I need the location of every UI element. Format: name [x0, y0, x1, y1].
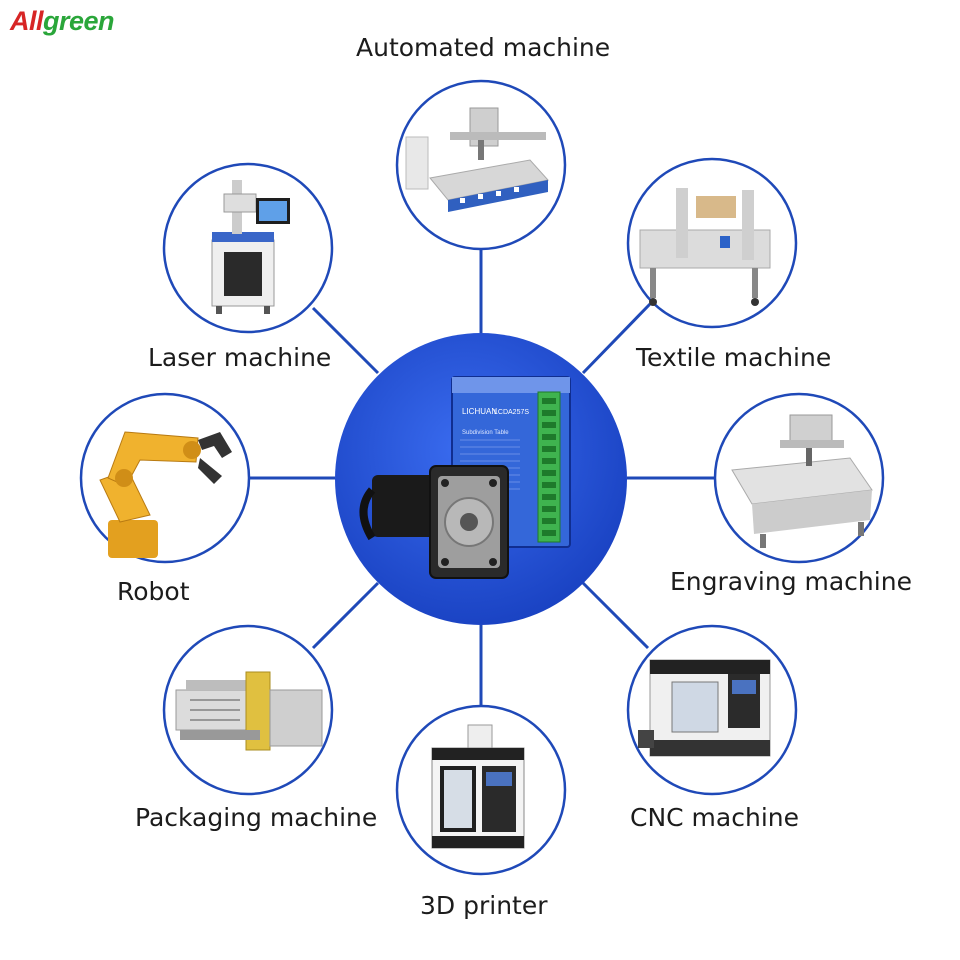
connector-packaging: [311, 581, 380, 650]
cnc-router-icon: [405, 107, 549, 212]
folder-gluer-icon: [175, 671, 323, 751]
label-textile: Textile machine: [636, 343, 832, 372]
engraving-machine-icon: [731, 414, 873, 548]
app-node-3d: [395, 704, 567, 876]
robot-arm-icon: [99, 431, 232, 558]
label-3d: 3D printer: [420, 891, 548, 920]
brand-logo: Allgreen: [10, 6, 115, 37]
driver-panel-title: Subdivision Table: [462, 430, 509, 436]
label-automated: Automated machine: [356, 33, 611, 62]
app-ring-automated: [395, 79, 567, 251]
driver-model: LCDA257S: [494, 409, 529, 416]
brand-logo-suffix: green: [43, 6, 115, 36]
cnc-machining-center-icon: [638, 659, 771, 757]
label-laser: Laser machine: [148, 343, 332, 372]
app-node-robot: [79, 392, 251, 564]
app-node-packaging: [162, 624, 334, 796]
app-node-automated: [395, 79, 567, 251]
label-cnc: CNC machine: [630, 803, 799, 832]
connector-laser: [311, 306, 380, 375]
carton-sealer-icon: [639, 188, 771, 306]
app-node-laser: [162, 162, 334, 334]
connector-lines: [248, 248, 715, 710]
label-engraving: Engraving machine: [670, 567, 912, 596]
app-node-engraving: [713, 392, 885, 564]
vertical-machining-center-icon: [431, 724, 525, 849]
connector-cnc: [581, 581, 650, 650]
app-node-textile: [626, 157, 798, 329]
label-robot: Robot: [117, 577, 190, 606]
hub: LICHUAN LCDA257S Subdivision Table: [335, 333, 627, 625]
connector-textile: [581, 302, 652, 375]
laser-marking-machine-icon: [211, 180, 290, 314]
driver-brand: LICHUAN: [462, 407, 497, 416]
label-packaging: Packaging machine: [135, 803, 378, 832]
stepper-motor-and-driver-icon: LICHUAN LCDA257S Subdivision Table: [359, 376, 571, 579]
app-node-cnc: [626, 624, 798, 796]
brand-logo-prefix: All: [10, 6, 44, 36]
